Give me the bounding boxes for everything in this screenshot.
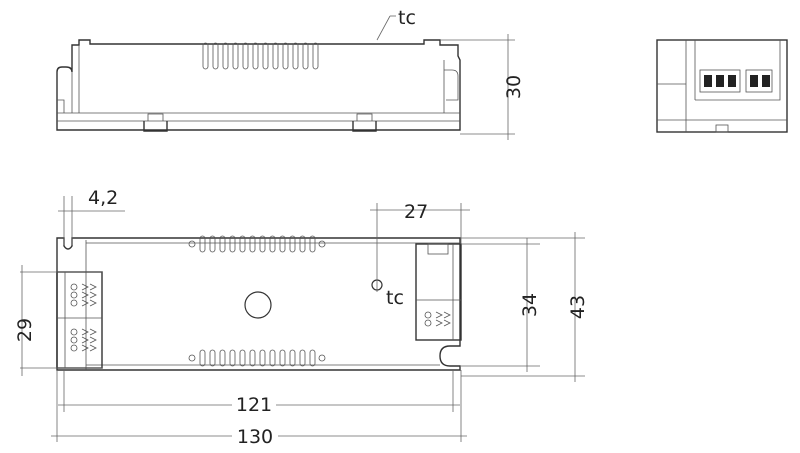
plan-vent-slot <box>229 349 236 367</box>
side-view: tc 30 <box>56 7 525 140</box>
terminal-screw-icon <box>716 75 724 87</box>
dim-43-label: 43 <box>567 295 589 319</box>
tc-label-plan: tc <box>386 287 404 309</box>
dim-30-label: 30 <box>503 75 525 99</box>
terminal-clamp-icon <box>89 328 97 336</box>
terminal-screw-icon <box>704 75 712 87</box>
side-vent-slot <box>202 42 209 70</box>
plan-vent-slot <box>269 235 276 253</box>
dim-130-label: 130 <box>237 426 273 448</box>
terminal-clamp-icon <box>81 299 89 307</box>
terminal-screw-icon <box>424 319 432 327</box>
terminal-screw-icon <box>70 283 78 291</box>
terminal-clamp-icon <box>81 291 89 299</box>
plan-vent-slot <box>289 235 296 253</box>
terminal-clamp-icon <box>89 344 97 352</box>
plan-vent-end <box>188 240 196 248</box>
plan-vent-end <box>318 354 326 362</box>
terminal-screw-icon <box>750 75 758 87</box>
plan-vent-slot <box>249 235 256 253</box>
plan-vent-slot <box>259 235 266 253</box>
side-vent-slot <box>212 42 219 70</box>
plan-vent-slot <box>219 349 226 367</box>
terminal-clamp-icon <box>81 336 89 344</box>
plan-vent-slot <box>279 235 286 253</box>
plan-vent-slot <box>199 235 206 253</box>
dim-34-label: 34 <box>519 293 541 317</box>
terminal-screw-icon <box>70 344 78 352</box>
plan-vent-slot <box>299 235 306 253</box>
terminal-screw-icon <box>728 75 736 87</box>
plan-view: tc 4,2 27 29 34 43 121 <box>14 187 589 448</box>
plan-vent-slot <box>229 235 236 253</box>
terminal-screw-icon <box>70 291 78 299</box>
terminal-clamp-icon <box>89 291 97 299</box>
side-vent-slot <box>262 42 269 70</box>
plan-vent-slot <box>309 349 316 367</box>
plan-vent-slot <box>309 235 316 253</box>
plan-vent-end <box>318 240 326 248</box>
plan-vent-slot <box>279 349 286 367</box>
plan-vent-slot <box>219 235 226 253</box>
side-vent-slot <box>282 42 289 70</box>
side-vent-slot <box>272 42 279 70</box>
side-vent-slot <box>292 42 299 70</box>
terminal-screw-icon <box>70 336 78 344</box>
terminal-clamp-icon <box>89 283 97 291</box>
plan-vent-slot <box>239 349 246 367</box>
round-mark <box>244 291 272 319</box>
plan-vent-slot <box>289 349 296 367</box>
side-vents <box>202 42 319 70</box>
dim-4-2-label: 4,2 <box>88 187 118 209</box>
plan-vent-slot <box>239 235 246 253</box>
plan-vents <box>188 235 326 367</box>
plan-vent-slot <box>259 349 266 367</box>
plan-vent-slot <box>209 349 216 367</box>
end-view <box>656 39 788 133</box>
side-vent-slot <box>242 42 249 70</box>
terminal-clamp-icon <box>81 328 89 336</box>
terminal-clamp-icon <box>435 311 443 319</box>
dim-29-label: 29 <box>14 318 36 342</box>
side-vent-slot <box>232 42 239 70</box>
terminal-clamp-icon <box>89 336 97 344</box>
plan-vent-slot <box>199 349 206 367</box>
side-vent-slot <box>312 42 319 70</box>
end-terminals <box>704 75 770 87</box>
terminal-clamp-icon <box>443 319 451 327</box>
terminal-screw-icon <box>70 328 78 336</box>
dim-27-label: 27 <box>404 201 428 223</box>
side-vent-slot <box>302 42 309 70</box>
terminal-clamp-icon <box>443 311 451 319</box>
terminal-clamp-icon <box>81 283 89 291</box>
side-vent-slot <box>252 42 259 70</box>
terminal-clamp-icon <box>435 319 443 327</box>
dim-121-label: 121 <box>236 394 272 416</box>
terminal-screw-icon <box>762 75 770 87</box>
plan-vent-slot <box>269 349 276 367</box>
terminal-clamp-icon <box>89 299 97 307</box>
plan-vent-slot <box>249 349 256 367</box>
terminal-clamp-icon <box>81 344 89 352</box>
plan-vent-slot <box>299 349 306 367</box>
tc-label-top: tc <box>398 7 416 29</box>
plan-terminals <box>70 283 451 352</box>
plan-vent-slot <box>209 235 216 253</box>
plan-vent-end <box>188 354 196 362</box>
terminal-screw-icon <box>424 311 432 319</box>
terminal-screw-icon <box>70 299 78 307</box>
side-vent-slot <box>222 42 229 70</box>
